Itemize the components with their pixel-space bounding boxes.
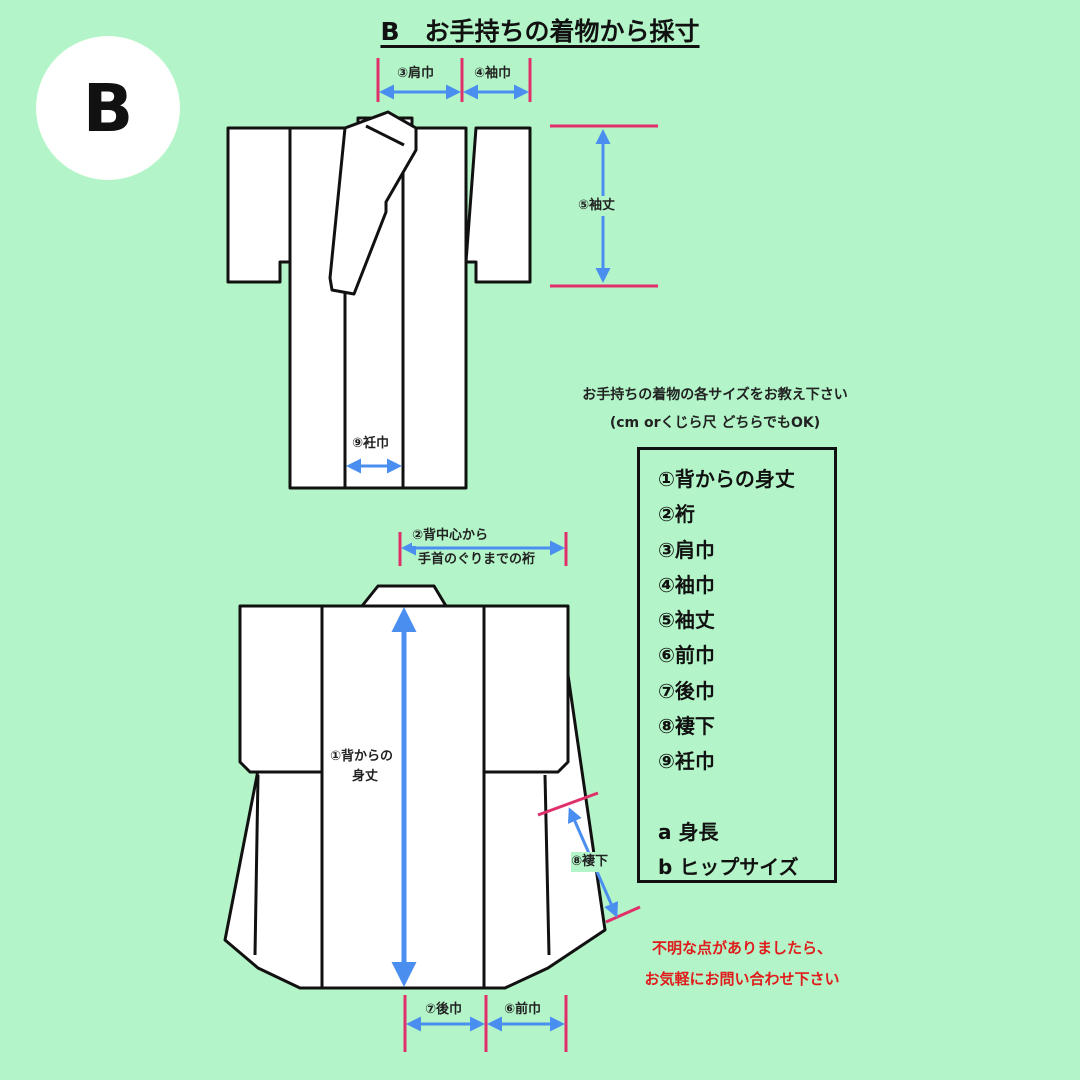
label-sode-haba: ④袖巾 [474,66,512,81]
front-right-sleeve [464,126,532,284]
list-item: ③肩巾 [658,537,715,562]
label-okumi-haba: ⑨衽巾 [352,434,390,454]
instruction-line2: (cm orくじら尺 どちらでもOK) [609,415,821,431]
front-collar [328,110,418,296]
section-badge: B [36,36,180,180]
list-item-extra: b ヒップサイズ [658,854,799,879]
label-sode-take: ⑤袖丈 [578,196,616,216]
label-mitake-line1: ①背からの [330,747,394,767]
page-title-text: B お手持ちの着物から採寸 [380,17,700,46]
list-item: ②裄 [658,502,695,527]
label-tsuma-shita: ⑧褄下 [571,852,609,872]
back-left-okumi-line [253,774,260,956]
front-left-sleeve [226,126,292,284]
list-item: ⑨衽巾 [658,749,715,774]
list-item-extra: a 身長 [658,819,719,844]
list-item: ⑥前巾 [658,643,715,668]
back-right-okumi-line [543,774,551,956]
list-item: ④袖巾 [658,572,715,597]
label-kata-haba: ③肩巾 [397,66,435,81]
back-kimono [223,584,607,990]
list-item: ⑤袖丈 [658,608,715,633]
contact-note: 不明な点がありましたら、 お気軽にお問い合わせ下さい [612,933,872,995]
label-mae-haba: ⑥前巾 [504,1000,542,1020]
list-item: ⑧褄下 [658,714,715,739]
list-item: ⑦後巾 [658,678,715,703]
label-yuki-line1: ②背中心から [412,526,489,546]
list-gap [658,780,834,815]
label-yuki-line2: 手首のぐりまでの裄 [418,550,536,570]
back-collar [360,584,448,608]
page-title: B お手持ちの着物から採寸 [330,12,750,48]
measurement-ticks [376,58,658,1052]
label-mitake-line2: 身丈 [352,767,379,787]
front-collar-inner [365,124,405,147]
contact-note-line2: お気軽にお問い合わせ下さい [644,970,840,988]
back-left-sleeve [238,604,324,774]
list-item: ①背からの身丈 [658,467,795,491]
back-right-sleeve [482,604,570,774]
label-ushiro-haba: ⑦後巾 [425,1000,463,1020]
front-kimono [226,110,532,490]
contact-note-line1: 不明な点がありましたら、 [651,939,832,957]
instruction-line1: お手持ちの着物の各サイズをお教え下さい [582,387,848,403]
measurement-list: ①背からの身丈 ②裄 ③肩巾 ④袖巾 ⑤袖丈 ⑥前巾 ⑦後巾 ⑧褄下 ⑨衽巾 a… [637,447,837,883]
